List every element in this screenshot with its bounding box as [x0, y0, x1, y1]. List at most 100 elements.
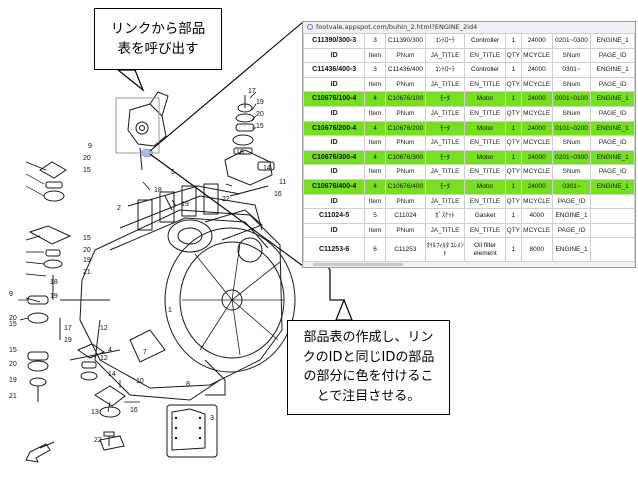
cell-id: C11436/400-3: [303, 62, 366, 78]
table-cell: 3: [364, 33, 386, 49]
table-cell: Gasket: [464, 208, 506, 224]
table-cell: MCYCLE: [520, 135, 553, 151]
table-cell: Item: [364, 47, 386, 64]
callout-bottom-line-1: 部品表の作成し、リン: [303, 330, 434, 345]
part-number-label: 2: [117, 205, 121, 212]
part-number-label: 12: [100, 325, 108, 332]
table-cell: Motor: [464, 178, 506, 195]
part-number-label: 15: [83, 167, 91, 174]
part-number-label: 21: [83, 269, 91, 276]
table-cell: Item: [364, 222, 386, 239]
part-number-label: 1: [168, 307, 172, 314]
table-cell: PAGE_ID: [551, 222, 592, 239]
table-cell: QTY: [504, 47, 522, 64]
table-cell: ﾓｰﾀ: [424, 178, 466, 195]
table-cell: QTY: [504, 135, 522, 151]
url-text: footvale.appspot.com/buhin_2.html?ENGINE…: [316, 23, 478, 31]
table-cell: ｺﾝﾄﾛｰﾗ: [424, 62, 466, 78]
table-cell: ENGINE_1: [590, 62, 635, 78]
part-number-label: 9: [9, 291, 13, 298]
table-cell: Item: [364, 105, 386, 122]
table-cell: SNum: [551, 76, 592, 93]
table-cell: 1: [504, 120, 522, 137]
table-cell: EN_TITLE: [464, 164, 506, 180]
part-number-label: 18: [50, 279, 58, 286]
table-cell: MCYCLE: [520, 76, 553, 93]
table-cell: PAGE_ID: [590, 47, 635, 64]
callout-highlight-explanation: 部品表の作成し、リン クのIDと同じIDの部品 の部分に色を付けるこ とで注目さ…: [287, 320, 450, 415]
table-cell: MCYCLE: [520, 193, 553, 210]
table-cell: MCYCLE: [520, 222, 553, 239]
table-cell: Motor: [464, 149, 506, 166]
table-cell: 4: [364, 91, 386, 107]
part-number-label: 20: [83, 155, 91, 162]
table-cell: PNum: [384, 135, 426, 151]
part-number-label: 15: [83, 235, 91, 242]
table-cell: PNum: [384, 193, 426, 210]
browser-window: footvale.appspot.com/buhin_2.html?ENGINE…: [302, 21, 636, 268]
table-cell: 24000: [520, 91, 553, 107]
table-cell: [590, 222, 635, 239]
table-cell: Item: [364, 76, 386, 93]
part-number-label: 17: [248, 88, 256, 95]
part-number-label: 5: [171, 169, 175, 176]
table-cell: 24000: [520, 33, 553, 49]
table-cell: 8000: [520, 237, 553, 263]
table-cell: 0201~0300: [551, 33, 592, 49]
table-cell: 4000: [520, 208, 553, 224]
table-cell: PNum: [384, 105, 426, 122]
table-cell: ENGINE_1: [551, 237, 592, 263]
table-cell: 0101~0200: [551, 120, 592, 137]
part-number-label: 19: [50, 293, 58, 300]
table-cell: EN_TITLE: [464, 135, 506, 151]
part-number-label: 22: [222, 196, 230, 203]
table-cell: C10676/400: [384, 178, 426, 195]
table-cell: Oil filter element: [464, 237, 506, 263]
table-cell: C10676/100: [384, 91, 426, 107]
table-cell: QTY: [504, 222, 522, 239]
table-cell: PNum: [384, 76, 426, 93]
table-cell: ﾓｰﾀ: [424, 149, 466, 166]
table-cell: Item: [364, 164, 386, 180]
part-number-label: 10: [136, 378, 144, 385]
part-number-label: 15: [256, 123, 264, 130]
cell-id: C10676/100-4: [303, 91, 366, 107]
cell-id: ID: [303, 193, 366, 210]
table-cell: 0001~0100: [551, 91, 592, 107]
link-dot[interactable]: [141, 148, 153, 158]
part-number-label: 20: [256, 111, 264, 118]
table-cell: QTY: [504, 193, 522, 210]
table-cell: 1: [504, 33, 522, 49]
horizontal-scrollbar[interactable]: [303, 261, 635, 267]
table-cell: ｺﾝﾄﾛｰﾗ: [424, 33, 466, 49]
scrollbar-thumb[interactable]: [313, 263, 403, 266]
part-number-label: 16: [274, 191, 282, 198]
part-number-label: 16: [236, 149, 244, 156]
cell-id: C11024-5: [303, 208, 366, 224]
callout-bottom-line-4: とで注目させる。: [316, 388, 421, 404]
table-cell: MCYCLE: [520, 47, 553, 64]
part-number-label: 19: [9, 377, 17, 384]
table-cell: SNum: [551, 135, 592, 151]
part-number-label: 4: [108, 347, 112, 354]
part-number-label: 17: [64, 325, 72, 332]
table-cell: 1: [504, 149, 522, 166]
table-cell: 1: [504, 178, 522, 195]
part-number-label: 14: [263, 165, 271, 172]
table-cell: 1: [504, 91, 522, 107]
part-number-label: 20: [9, 315, 17, 322]
cell-id: C10676/400-4: [303, 178, 366, 195]
table-cell: MCYCLE: [520, 164, 553, 180]
table-cell: JA_TITLE: [424, 105, 466, 122]
table-cell: EN_TITLE: [464, 222, 506, 239]
callout-bottom-line-2: クのIDと同じIDの部品: [302, 349, 435, 365]
callout-bottom-line-3: の部分に色を付けるこ: [303, 369, 434, 384]
table-cell: SNum: [551, 105, 592, 122]
table-cell: EN_TITLE: [464, 76, 506, 93]
cell-id: ID: [303, 164, 366, 180]
table-cell: ﾓｰﾀ: [424, 120, 466, 137]
table-cell: 3: [364, 62, 386, 78]
